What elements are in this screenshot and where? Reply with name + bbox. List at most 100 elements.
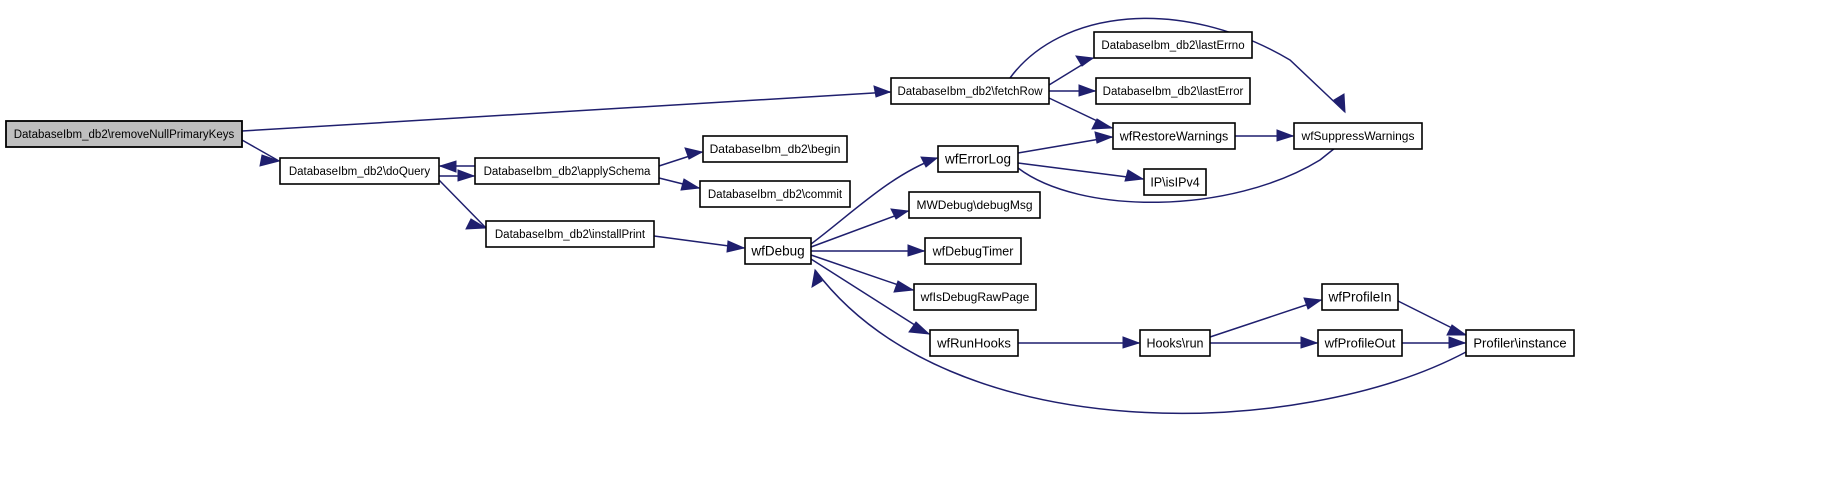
- graph-node-isIPv4[interactable]: IP\isIPv4: [1143, 168, 1207, 196]
- node-label: DatabaseIbm_db2\lastError: [1103, 86, 1244, 98]
- edge-wfErrorLog-to-isIPv4: [1017, 162, 1145, 182]
- node-label: wfSuppressWarnings: [1301, 129, 1415, 143]
- node-box[interactable]: [929, 329, 1019, 357]
- node-box[interactable]: [1139, 329, 1211, 357]
- arrow-icon: [1124, 169, 1145, 182]
- arrow-icon: [1333, 93, 1346, 114]
- graph-node-wfIsDebugRawPage[interactable]: wfIsDebugRawPage: [913, 283, 1037, 311]
- node-label: wfRestoreWarnings: [1119, 129, 1229, 143]
- node-label: wfProfileIn: [1327, 290, 1391, 305]
- node-label: wfDebugTimer: [932, 244, 1014, 258]
- edge-installPrint-to-wfDebug: [653, 235, 746, 253]
- node-box[interactable]: [1095, 77, 1251, 105]
- node-label: DatabaseIbm_db2\removeNullPrimaryKeys: [14, 129, 235, 141]
- graph-node-doQuery[interactable]: DatabaseIbm_db2\doQuery: [279, 157, 440, 185]
- node-box[interactable]: [744, 237, 812, 265]
- arrow-icon: [1446, 324, 1468, 336]
- node-box[interactable]: [279, 157, 440, 185]
- graph-node-applySchema[interactable]: DatabaseIbm_db2\applySchema: [474, 157, 660, 185]
- node-label: DatabaseIbm_db2\commit: [708, 189, 843, 201]
- node-box[interactable]: [937, 145, 1019, 173]
- graph-node-wfRunHooks[interactable]: wfRunHooks: [929, 329, 1019, 357]
- graph-node-removeNullPrimaryKeys[interactable]: DatabaseIbm_db2\removeNullPrimaryKeys: [5, 120, 243, 148]
- edge-removeNullPrimaryKeys-to-fetchRow: [241, 85, 892, 132]
- edge-line: [810, 210, 909, 248]
- nodes-layer: DatabaseIbm_db2\removeNullPrimaryKeysDat…: [5, 31, 1575, 357]
- arrow-icon: [1122, 336, 1141, 349]
- arrow-icon: [680, 178, 701, 191]
- graph-node-begin[interactable]: DatabaseIbm_db2\begin: [702, 135, 848, 163]
- graph-node-commit[interactable]: DatabaseIbm_db2\commit: [699, 180, 851, 208]
- node-box[interactable]: [913, 283, 1037, 311]
- node-label: Hooks\run: [1147, 336, 1204, 350]
- edge-wfDebug-to-wfDebugTimer: [811, 244, 926, 257]
- edge-wfDebug-to-wfRunHooks: [810, 258, 931, 335]
- arrow-icon: [684, 147, 704, 160]
- node-label: DatabaseIbm_db2\begin: [710, 142, 841, 156]
- arrow-icon: [259, 154, 281, 167]
- edge-wfProfileIn-to-ProfilerInstance: [1397, 300, 1468, 336]
- graph-node-installPrint[interactable]: DatabaseIbm_db2\installPrint: [485, 220, 655, 248]
- node-box[interactable]: [474, 157, 660, 185]
- graph-node-ProfilerInstance[interactable]: Profiler\instance: [1465, 329, 1575, 357]
- graph-node-wfDebug[interactable]: wfDebug: [744, 237, 812, 265]
- node-box[interactable]: [1321, 283, 1399, 311]
- node-label: DatabaseIbm_db2\lastErrno: [1101, 40, 1244, 52]
- edge-wfRunHooks-to-HooksRun: [1018, 336, 1141, 349]
- edge-line: [241, 139, 280, 162]
- graph-node-fetchRow[interactable]: DatabaseIbm_db2\fetchRow: [890, 77, 1050, 105]
- arrow-icon: [457, 169, 476, 182]
- node-box[interactable]: [1143, 168, 1207, 196]
- graph-node-wfRestoreWarnings[interactable]: wfRestoreWarnings: [1112, 122, 1236, 150]
- graph-node-HooksRun[interactable]: Hooks\run: [1139, 329, 1211, 357]
- edge-removeNullPrimaryKeys-to-doQuery: [241, 139, 281, 167]
- graph-node-wfSuppressWarnings[interactable]: wfSuppressWarnings: [1293, 122, 1423, 150]
- arrow-icon: [890, 208, 910, 220]
- edge-HooksRun-to-wfProfileOut: [1210, 336, 1319, 349]
- node-label: wfRunHooks: [936, 335, 1011, 350]
- node-box[interactable]: [485, 220, 655, 248]
- node-label: MWDebug\debugMsg: [916, 198, 1032, 212]
- edge-doQuery-to-applySchema: [439, 169, 476, 182]
- graph-node-wfProfileOut[interactable]: wfProfileOut: [1317, 329, 1403, 357]
- edge-ProfilerInstance-to-wfDebug: [811, 268, 1467, 415]
- node-box[interactable]: [1112, 122, 1236, 150]
- edge-line: [241, 91, 891, 132]
- graph-node-lastError[interactable]: DatabaseIbm_db2\lastError: [1095, 77, 1251, 105]
- node-box[interactable]: [1093, 31, 1253, 59]
- arrow-icon: [811, 268, 823, 288]
- node-box[interactable]: [890, 77, 1050, 105]
- node-box[interactable]: [699, 180, 851, 208]
- graph-node-wfDebugTimer[interactable]: wfDebugTimer: [924, 237, 1022, 265]
- node-box[interactable]: [1465, 329, 1575, 357]
- edge-HooksRun-to-wfProfileIn: [1209, 297, 1323, 338]
- node-box[interactable]: [5, 120, 243, 148]
- node-box[interactable]: [1317, 329, 1403, 357]
- node-label: DatabaseIbm_db2\applySchema: [484, 166, 651, 178]
- edge-line: [810, 254, 914, 291]
- edge-line: [438, 179, 487, 229]
- node-box[interactable]: [924, 237, 1022, 265]
- edge-applySchema-to-commit: [658, 177, 701, 191]
- arrow-icon: [1303, 297, 1323, 310]
- graph-node-MWDebugDebugMsg[interactable]: MWDebug\debugMsg: [908, 191, 1041, 219]
- graph-node-lastErrno[interactable]: DatabaseIbm_db2\lastErrno: [1093, 31, 1253, 59]
- edge-line: [810, 258, 930, 335]
- arrow-icon: [893, 280, 915, 293]
- node-label: wfDebug: [750, 244, 804, 259]
- arrow-icon: [1448, 336, 1467, 349]
- edge-wfDebug-to-wfErrorLog: [810, 156, 939, 245]
- node-box[interactable]: [1293, 122, 1423, 150]
- node-box[interactable]: [702, 135, 848, 163]
- graph-node-wfErrorLog[interactable]: wfErrorLog: [937, 145, 1019, 173]
- arrow-icon: [465, 218, 488, 230]
- edge-line: [1209, 299, 1322, 338]
- graph-node-wfProfileIn[interactable]: wfProfileIn: [1321, 283, 1399, 311]
- arrow-icon: [907, 244, 926, 257]
- node-label: DatabaseIbm_db2\doQuery: [289, 166, 431, 178]
- edge-wfRestoreWarnings-to-wfSuppressWarnings: [1235, 129, 1295, 142]
- node-box[interactable]: [908, 191, 1041, 219]
- node-label: wfProfileOut: [1324, 335, 1396, 350]
- edge-wfDebug-to-MWDebugDebugMsg: [810, 208, 910, 248]
